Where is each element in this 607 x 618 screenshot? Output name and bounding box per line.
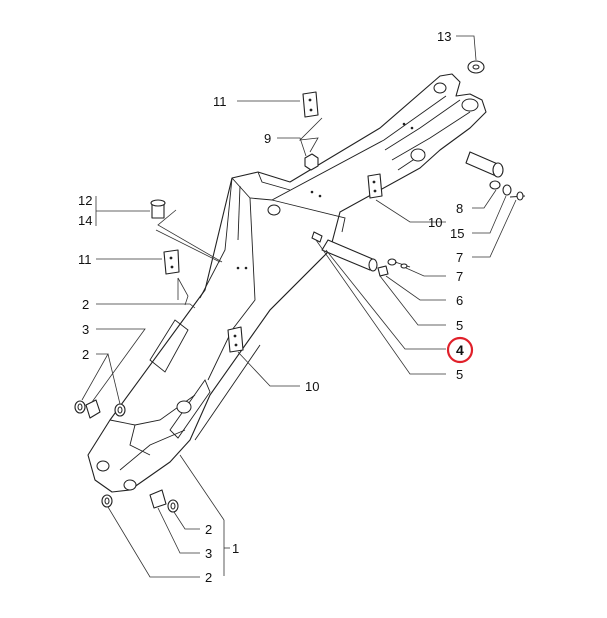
highlight-ring — [446, 336, 474, 364]
callout-5-lower: 5 — [456, 367, 463, 382]
callout-9: 9 — [264, 131, 271, 146]
washer-15 — [502, 184, 512, 196]
pad-10-top — [367, 173, 383, 199]
callout-7-mid: 7 — [456, 269, 463, 284]
callout-12: 12 — [78, 193, 92, 208]
callout-3-bottom: 3 — [205, 546, 212, 561]
bushing-6 — [377, 265, 389, 277]
callout-2-bottom-lower: 2 — [205, 570, 212, 585]
leader-lines — [81, 35, 517, 578]
callout-11-left: 11 — [78, 252, 92, 267]
callout-14: 14 — [78, 213, 92, 228]
pad-11-left — [163, 249, 180, 275]
callout-11-top: 11 — [213, 94, 227, 109]
bolt-7-right — [509, 191, 526, 201]
callout-2-left-top: 2 — [82, 297, 89, 312]
callout-10-bottom: 10 — [305, 379, 319, 394]
callout-2-bottom-upper: 2 — [205, 522, 212, 537]
pin-8 — [465, 151, 504, 190]
pad-11-top — [302, 91, 319, 118]
nut-9 — [304, 153, 319, 171]
callout-labels: 13 11 9 12 14 11 2 3 2 8 15 7 10 7 6 5 4… — [78, 29, 464, 585]
callout-3-left: 3 — [82, 322, 89, 337]
pin-4 — [311, 231, 378, 272]
pad-10-bottom — [227, 326, 244, 353]
callout-1: 1 — [232, 541, 239, 556]
callout-8: 8 — [456, 201, 463, 216]
bushings-bottom — [101, 489, 179, 513]
callout-7-right: 7 — [456, 250, 463, 265]
callout-2-left-mid: 2 — [82, 347, 89, 362]
callout-4: 4 — [456, 342, 464, 358]
bolt-7-mid — [387, 258, 411, 269]
callout-10-top: 10 — [428, 215, 442, 230]
callout-6: 6 — [456, 293, 463, 308]
callout-15: 15 — [450, 226, 464, 241]
bushings-left — [74, 399, 126, 419]
pin-12-14 — [150, 199, 166, 219]
callout-13: 13 — [437, 29, 451, 44]
callout-5-upper: 5 — [456, 318, 463, 333]
boom-arm — [87, 73, 487, 493]
